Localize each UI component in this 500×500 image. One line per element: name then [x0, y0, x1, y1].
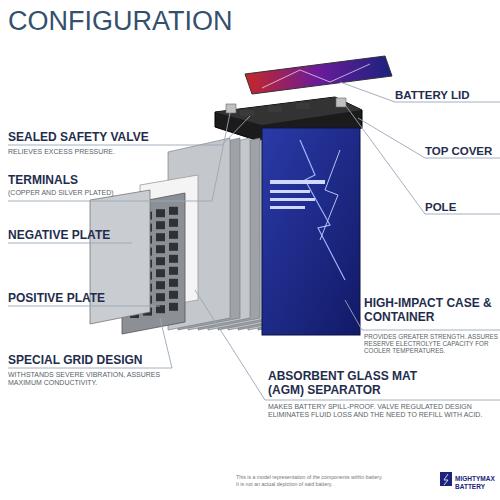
case-lightning [320, 150, 340, 240]
grid-cell [169, 279, 178, 287]
part-label: SEALED SAFETY VALVE [8, 131, 228, 145]
leader-line [8, 243, 132, 244]
part-label: POLE [425, 201, 500, 214]
terminal [226, 104, 236, 113]
leader-line [395, 102, 500, 103]
grid-cell [156, 245, 165, 253]
grid-cell [156, 221, 165, 229]
valve-cap [296, 103, 310, 109]
logo-mark [440, 472, 452, 486]
case-lightning [300, 140, 345, 280]
valve-cap [268, 106, 282, 112]
case-print [270, 190, 310, 193]
grid-cell [169, 207, 178, 215]
grid-cell [156, 293, 165, 301]
grid-cell [169, 255, 178, 263]
part-label: NEGATIVE PLATE [8, 229, 208, 243]
part-label: BATTERY LID [395, 89, 500, 102]
grid-cell [156, 257, 165, 265]
grid-cell [156, 281, 165, 289]
case-print [270, 206, 305, 209]
part-description: WITHSTANDS SEVERE VIBRATION, ASSURES MAX… [8, 371, 183, 387]
part-description: MAKES BATTERY SPILL-PROOF. VALVE REGULAT… [268, 403, 498, 419]
grid-cell [156, 209, 165, 217]
terminal [336, 98, 346, 107]
part-description: RELIEVES EXCESS PRESSURE. [8, 148, 208, 156]
part-description: PROVIDES GREATER STRENGTH. ASSURES RESER… [364, 333, 500, 355]
grid-cell [169, 219, 178, 227]
battery-lid [245, 56, 392, 94]
grid-cell [169, 291, 178, 299]
part-description: (COPPER AND SILVER PLATED) [8, 189, 208, 197]
top-cover-face [215, 97, 362, 125]
part-label: POSITIVE PLATE [8, 292, 208, 306]
grid-cell [169, 303, 178, 311]
valve-cap [240, 110, 254, 116]
grid-cell [156, 233, 165, 241]
leader-line [346, 106, 500, 214]
part-label: ABSORBENT GLASS MAT (AGM) SEPARATOR [268, 370, 446, 398]
footnote: This is a model representation of the co… [236, 475, 436, 481]
logo-bolt [444, 474, 448, 485]
footnote: It is not an actual depiction of said ba… [236, 482, 436, 488]
logo-text: MIGHTYMAX [455, 475, 500, 482]
leader-line [8, 113, 230, 201]
leader-line [340, 82, 395, 102]
part-label: TERMINALS [8, 174, 208, 188]
case-print [270, 180, 325, 184]
grid-cell [169, 231, 178, 239]
battery-case [262, 128, 360, 335]
leader-line [195, 290, 500, 400]
lid-lightning [262, 64, 370, 88]
grid-cell [169, 267, 178, 275]
part-label: SPECIAL GRID DESIGN [8, 354, 208, 368]
grid-cell [156, 269, 165, 277]
grid-cell [169, 243, 178, 251]
leader-line [8, 306, 160, 307]
page-title: CONFIGURATION [8, 6, 308, 37]
case-print [270, 198, 315, 201]
leader-line [8, 116, 250, 145]
part-label: TOP COVER [425, 145, 500, 158]
logo-text: BATTERY [455, 483, 500, 490]
part-label: HIGH-IMPACT CASE & CONTAINER [364, 297, 492, 325]
